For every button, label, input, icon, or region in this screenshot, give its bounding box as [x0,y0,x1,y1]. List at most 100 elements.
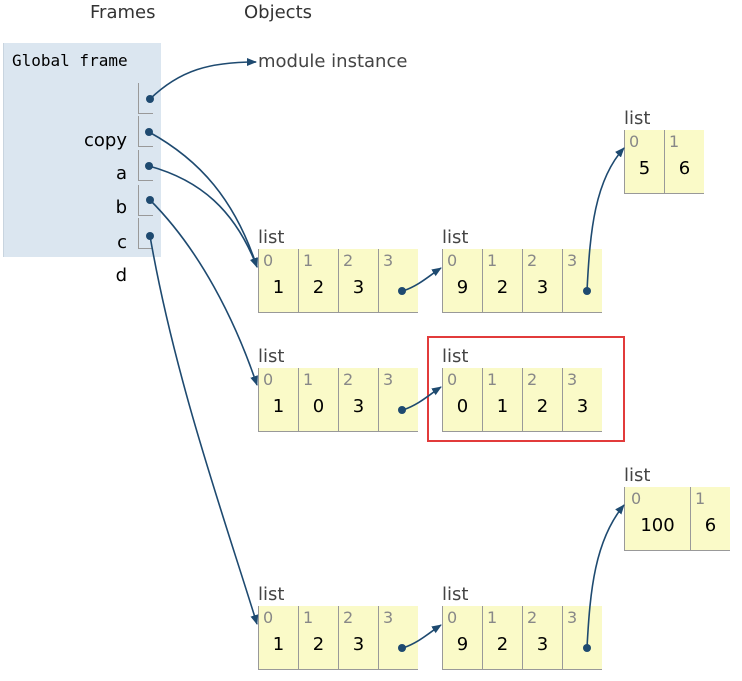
cell-value: 2 [312,277,325,298]
cell-index: 0 [447,370,458,389]
list-cell: 3 [378,368,418,432]
cell-index: 0 [263,608,274,627]
cell-index: 1 [303,608,314,627]
cell-value: 2 [496,634,509,655]
cell-index: 1 [669,132,680,151]
ptr-dot-copy [146,95,154,103]
var-copy: copy [84,130,127,151]
list-title: list [258,346,285,367]
arrow-copy [149,58,257,100]
cell-index: 3 [383,251,394,270]
var-c: c [117,232,127,253]
slot-b [138,150,153,181]
list-cell: 3 [378,249,418,313]
objects-header: Objects [244,2,313,23]
var-b: b [115,197,127,218]
ptr-dot-d-inner-3 [583,644,591,652]
cell-index: 2 [527,608,538,627]
cell-index: 3 [383,608,394,627]
cell-index: 2 [343,370,354,389]
ptr-dot-a-inner-3 [583,287,591,295]
list-title: list [442,346,469,367]
list-title: list [624,108,651,129]
ptr-dot-b [145,162,153,170]
cell-index: 1 [487,608,498,627]
cell-value: 6 [704,515,717,536]
cell-index: 2 [343,608,354,627]
slot-c [138,185,153,216]
cell-value: 1 [272,634,285,655]
highlight-box [427,336,625,442]
cell-value: 0 [312,396,325,417]
cell-value: 2 [536,396,549,417]
cell-value: 3 [536,634,549,655]
list-title: list [258,227,285,248]
cell-index: 3 [567,370,578,389]
cell-index: 2 [343,251,354,270]
cell-value: 3 [352,277,365,298]
ptr-dot-d [146,232,154,240]
ptr-dot-d-3 [398,644,406,652]
arrow-a-to-inner [402,267,442,292]
cell-value: 1 [272,396,285,417]
var-d: d [115,265,127,286]
frame-title: Global frame [12,51,128,70]
ptr-dot-c [146,196,154,204]
cell-index: 0 [263,370,274,389]
cell-value: 9 [456,634,469,655]
cell-value: 2 [312,634,325,655]
cell-value: 6 [678,158,691,179]
cell-index: 3 [567,251,578,270]
cell-index: 3 [567,608,578,627]
cell-index: 1 [487,251,498,270]
cell-value: 100 [640,515,675,536]
arrow-a-inner-to-56 [586,147,625,292]
list-title: list [624,465,651,486]
arrow-c [149,199,258,386]
cell-value: 9 [456,277,469,298]
cell-index: 1 [695,489,706,508]
cell-index: 1 [303,251,314,270]
arrow-a [148,131,258,268]
cell-value: 1 [496,396,509,417]
ptr-dot-a [145,128,153,136]
cell-index: 0 [447,608,458,627]
var-a: a [115,163,127,184]
cell-value: 1 [272,277,285,298]
arrow-c-to-inner [402,386,442,411]
list-cell: 3 [562,249,602,313]
cell-value: 3 [576,396,589,417]
cell-value: 0 [456,396,469,417]
global-frame: Global frame copy a b c d [3,43,161,286]
arrow-b [148,165,258,268]
cell-index: 2 [527,251,538,270]
cell-index: 2 [527,370,538,389]
cell-index: 3 [383,370,394,389]
arrow-d [149,235,259,625]
cell-index: 1 [303,370,314,389]
